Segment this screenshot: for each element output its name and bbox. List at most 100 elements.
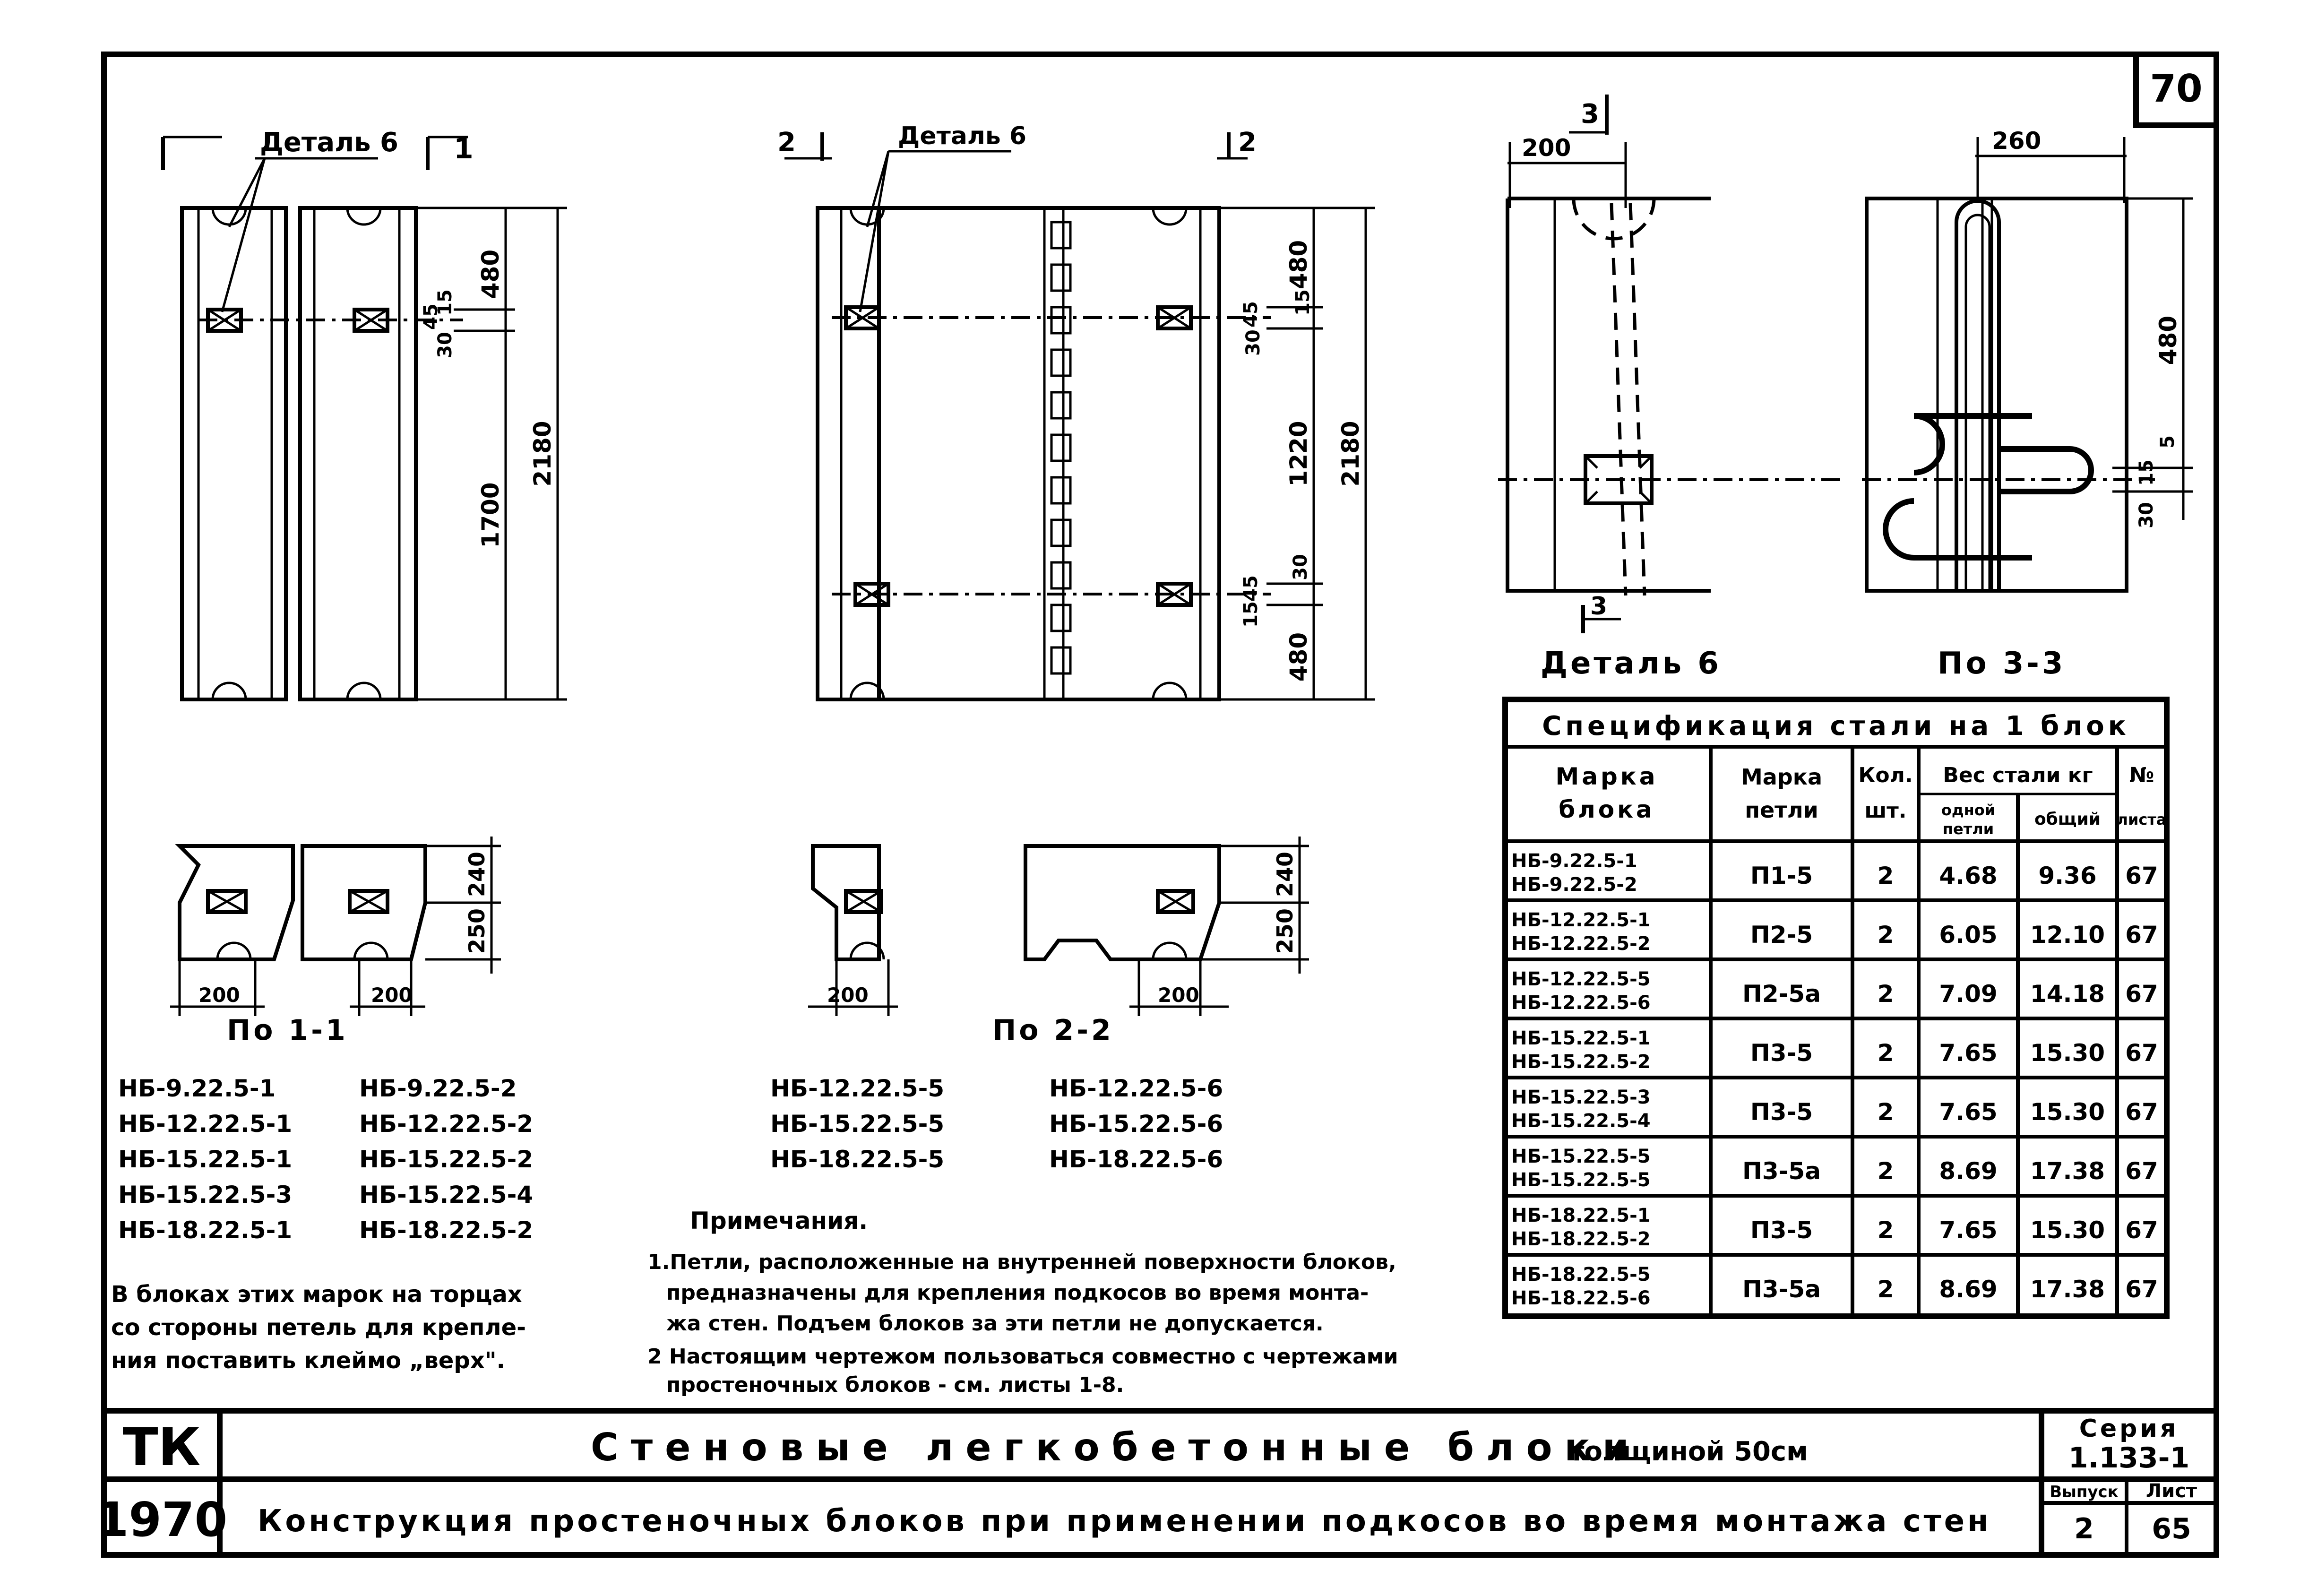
hdr-qty-1: Кол. (1858, 763, 1912, 787)
dim-1700: 1700 (477, 482, 504, 548)
row-6-one: 7.65 (1939, 1216, 1997, 1244)
row-4-qty: 2 (1878, 1098, 1894, 1126)
dim-45-b: 45 (1240, 301, 1262, 328)
row-3-loop: П3-5 (1750, 1039, 1813, 1067)
view-3-3-title: По 3-3 (1938, 646, 2066, 681)
detail-6-cut-mark-top: 3 (1581, 99, 1599, 129)
row-0-total: 9.36 (2038, 862, 2096, 889)
dim-480-a: 480 (477, 250, 504, 299)
hdr-sheet-1: № (2129, 763, 2154, 787)
row-4-loop: П3-5 (1750, 1098, 1813, 1126)
stamp-note-line-1: В блоках этих марок на торцах (111, 1281, 522, 1308)
row-4-one: 7.65 (1939, 1098, 1997, 1126)
mark-g2-r0-a: НБ-12.22.5-5 (770, 1075, 944, 1102)
row-7-loop: П3-5а (1742, 1276, 1821, 1303)
dim-45-c: 45 (1240, 575, 1262, 602)
note-line-5: простеночных блоков - см. листы 1-8. (666, 1373, 1124, 1397)
detail-6-width: 200 (1522, 134, 1571, 162)
mark-g1-r0-a: НБ-9.22.5-1 (118, 1075, 276, 1102)
row-4-block-a: НБ-15.22.5-3 (1511, 1087, 1651, 1108)
stamp-note: В блоках этих марок на торцах со стороны… (111, 1281, 526, 1374)
plan-1-dim-bot: 250 (464, 908, 490, 954)
row-5-sheet: 67 (2125, 1157, 2158, 1185)
dim-15-c: 15 (1240, 601, 1262, 628)
cut-2-right-label: 2 (1238, 127, 1257, 158)
detail-6-view: 3 200 3 Деталь 6 (1498, 95, 1843, 681)
row-4-sheet: 67 (2125, 1098, 2158, 1126)
hdr-weight: Вес стали кг (1943, 763, 2093, 787)
dim-15-b: 15 (1292, 289, 1314, 316)
row-6-qty: 2 (1878, 1216, 1894, 1244)
sheet-frame (101, 52, 2219, 1558)
section-2-view: 2 2 Деталь 6 (777, 122, 1375, 701)
page-number-box (2133, 52, 2219, 128)
cut-2-left-label: 2 (777, 127, 796, 158)
plan-2-2: 240 250 200 200 По 2-2 (808, 837, 1309, 1047)
view-3-3: 260 480 5 15 30 По 3-3 (1862, 127, 2193, 681)
note-line-4: 2 Настоящим чертежом пользоваться совмес… (647, 1345, 1398, 1369)
row-5-loop: П3-5а (1742, 1157, 1821, 1185)
mark-g1-r3-b: НБ-15.22.5-4 (359, 1181, 533, 1208)
row-6-loop: П3-5 (1750, 1216, 1813, 1244)
mark-g1-r0-b: НБ-9.22.5-2 (359, 1075, 517, 1102)
dim-2180-b: 2180 (1337, 421, 1364, 486)
org-code: ТК (123, 1417, 201, 1477)
mark-g2-r0-b: НБ-12.22.5-6 (1049, 1075, 1223, 1102)
row-6-block-b: НБ-18.22.5-2 (1511, 1228, 1651, 1250)
notes: Примечания. 1.Петли, расположенные на вн… (647, 1207, 1398, 1397)
row-6-block-a: НБ-18.22.5-1 (1511, 1205, 1651, 1226)
subtitle: Конструкция простеночных блоков при прим… (258, 1504, 1991, 1539)
row-1-sheet: 67 (2125, 921, 2158, 949)
notes-heading: Примечания. (690, 1207, 868, 1234)
mark-g1-r4-a: НБ-18.22.5-1 (118, 1216, 292, 1244)
row-3-block-b: НБ-15.22.5-2 (1511, 1051, 1651, 1073)
row-4-block-b: НБ-15.22.5-4 (1511, 1110, 1651, 1132)
sheet-value: 65 (2152, 1512, 2191, 1545)
row-6-sheet: 67 (2125, 1216, 2158, 1244)
row-1-qty: 2 (1878, 921, 1894, 949)
series-label: Серия (2079, 1415, 2179, 1443)
detail-6-cut-mark-bot: 3 (1590, 592, 1607, 621)
mark-g1-r2-b: НБ-15.22.5-2 (359, 1146, 533, 1173)
hdr-loop-2: петли (1745, 797, 1818, 823)
title-main: Стеновые легкобетонные блоки (591, 1425, 1641, 1469)
view-3-3-width: 260 (1992, 127, 2041, 155)
plan-2-dim-bot: 250 (1272, 908, 1298, 954)
row-7-qty: 2 (1878, 1276, 1894, 1303)
view-3-3-gap-a: 5 (2157, 435, 2179, 449)
row-0-qty: 2 (1878, 862, 1894, 889)
row-4-total: 15.30 (2030, 1098, 2105, 1126)
section-1-view: 1 Деталь 6 480 15 45 30 1700 2180 (161, 127, 567, 701)
plan-2-w-right: 200 (1158, 983, 1199, 1007)
dim-480-c: 480 (1285, 632, 1312, 682)
issue-value: 2 (2074, 1512, 2094, 1545)
dim-15-a: 15 (434, 289, 456, 316)
detail-6-callout-2: Деталь 6 (898, 122, 1026, 150)
plan-1-title: По 1-1 (227, 1014, 348, 1047)
row-2-sheet: 67 (2125, 980, 2158, 1008)
row-3-qty: 2 (1878, 1039, 1894, 1067)
mark-g1-r1-a: НБ-12.22.5-1 (118, 1110, 292, 1138)
dim-45-a: 45 (420, 303, 442, 330)
row-5-qty: 2 (1878, 1157, 1894, 1185)
detail-6-title: Деталь 6 (1541, 646, 1722, 681)
year: 1970 (96, 1492, 227, 1547)
plan-2-w-left: 200 (827, 983, 869, 1007)
sheet-label: Лист (2146, 1480, 2197, 1502)
mark-g2-r1-a: НБ-15.22.5-5 (770, 1110, 944, 1138)
stamp-note-line-2: со стороны петель для крепле- (111, 1314, 526, 1341)
mark-g2-r2-a: НБ-18.22.5-5 (770, 1146, 944, 1173)
title-suffix: толщиной 50см (1569, 1436, 1808, 1467)
row-5-block-a: НБ-15.22.5-5 (1511, 1146, 1651, 1167)
row-2-one: 7.09 (1939, 980, 1997, 1008)
plan-1-w-left: 200 (198, 983, 240, 1007)
dim-30-c: 30 (1290, 554, 1311, 580)
note-line-2: предназначены для крепления подкосов во … (666, 1281, 1369, 1305)
row-0-sheet: 67 (2125, 862, 2158, 889)
row-1-total: 12.10 (2030, 921, 2105, 949)
dim-2180-a: 2180 (529, 421, 556, 486)
hdr-one-loop-2: петли (1943, 820, 1994, 838)
row-7-sheet: 67 (2125, 1276, 2158, 1303)
view-3-3-height: 480 (2154, 316, 2182, 365)
row-7-block-b: НБ-18.22.5-6 (1511, 1287, 1651, 1309)
